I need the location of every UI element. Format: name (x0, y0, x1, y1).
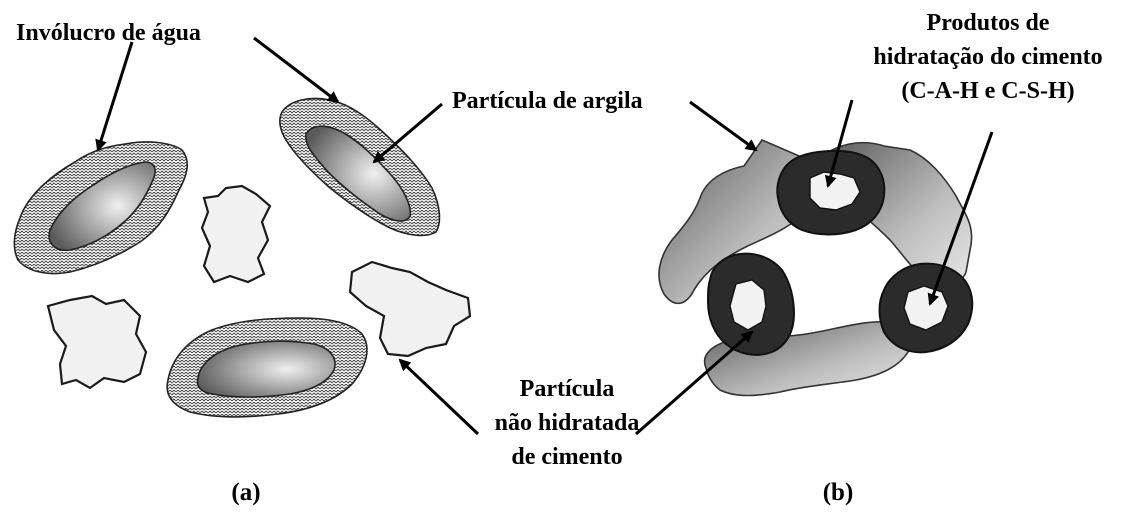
hydration-products-particle-1 (777, 151, 884, 235)
hydration-products-particle-3 (880, 264, 973, 353)
products-label-line2: hidratação do cimento (873, 44, 1102, 70)
water-envelope-particle-3 (167, 318, 367, 417)
unhydrated-label-line3: de cimento (511, 444, 622, 470)
panel-a (14, 38, 478, 434)
water-envelope-particle-2 (280, 99, 440, 236)
panel-b-caption: (b) (823, 479, 854, 506)
cement-particle (350, 262, 470, 356)
products-label-line3: (C-A-H e C-S-H) (901, 78, 1074, 104)
arrow-clay-b (690, 102, 756, 150)
panel-b (636, 100, 992, 434)
unhydrated-label-line2: não hidratada (495, 410, 640, 436)
arrow-water-left (98, 42, 132, 150)
arrow-water-right (254, 38, 338, 102)
water-envelope-label: Invólucro de água (16, 20, 201, 46)
unhydrated-label-line1: Partícula (520, 376, 615, 402)
cement-particle (48, 296, 146, 388)
panel-a-caption: (a) (231, 479, 260, 506)
cement-particle-core (810, 172, 860, 210)
cement-particle-core (730, 280, 766, 330)
hydration-products-particle-2 (708, 254, 794, 355)
arrow-unhydrated-a (400, 360, 478, 434)
water-envelope-particle-1 (14, 142, 187, 274)
cement-particle (202, 186, 270, 282)
clay-particle-label: Partícula de argila (452, 88, 643, 114)
products-label-line1: Produtos de (927, 10, 1050, 36)
